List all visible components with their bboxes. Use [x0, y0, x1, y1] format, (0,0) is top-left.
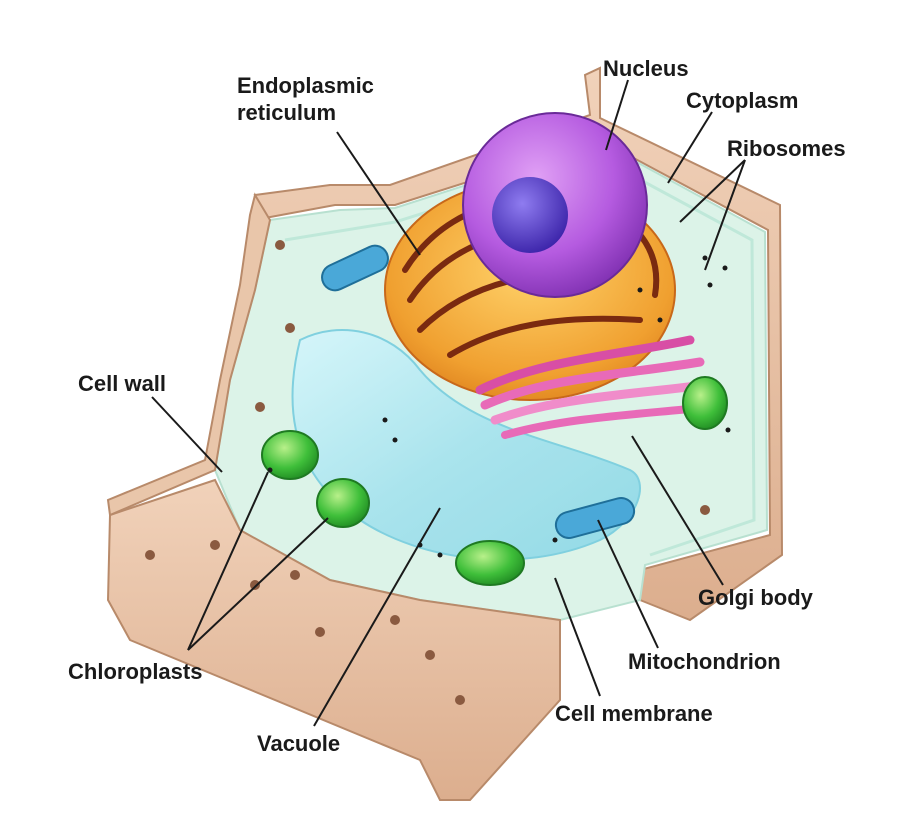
cell-wall-pits: [145, 240, 710, 705]
cell-wall-front: [106, 478, 561, 801]
label-cytoplasm: Cytoplasm: [686, 88, 799, 113]
leader-lines: [151, 79, 746, 727]
label-ribosomes: Ribosomes: [727, 136, 846, 161]
label-er-line2: reticulum: [237, 100, 337, 125]
ribosome-dots: [267, 255, 731, 558]
nucleolus: [492, 177, 568, 253]
label-vacuole: Vacuole: [257, 731, 341, 756]
label-endoplasmic-reticulum: Endoplasmic reticulum: [237, 72, 374, 126]
cell-membrane-line: [284, 156, 756, 557]
golgi-stack: [475, 335, 710, 439]
label-cell-membrane: Cell membrane: [555, 701, 713, 726]
chloroplasts-group: [261, 376, 728, 586]
label-mitochondrion: Mitochondrion: [628, 649, 781, 674]
label-cell-wall: Cell wall: [78, 371, 167, 396]
label-nucleus: Nucleus: [603, 56, 689, 81]
label-golgi-body: Golgi body: [698, 585, 813, 610]
cell-wall-left: [106, 192, 272, 517]
label-chloroplasts: Chloroplasts: [68, 659, 203, 684]
label-er-line1: Endoplasmic: [237, 73, 374, 98]
mitochondria-group: [321, 244, 636, 539]
cell-wall-back: [253, 66, 784, 622]
